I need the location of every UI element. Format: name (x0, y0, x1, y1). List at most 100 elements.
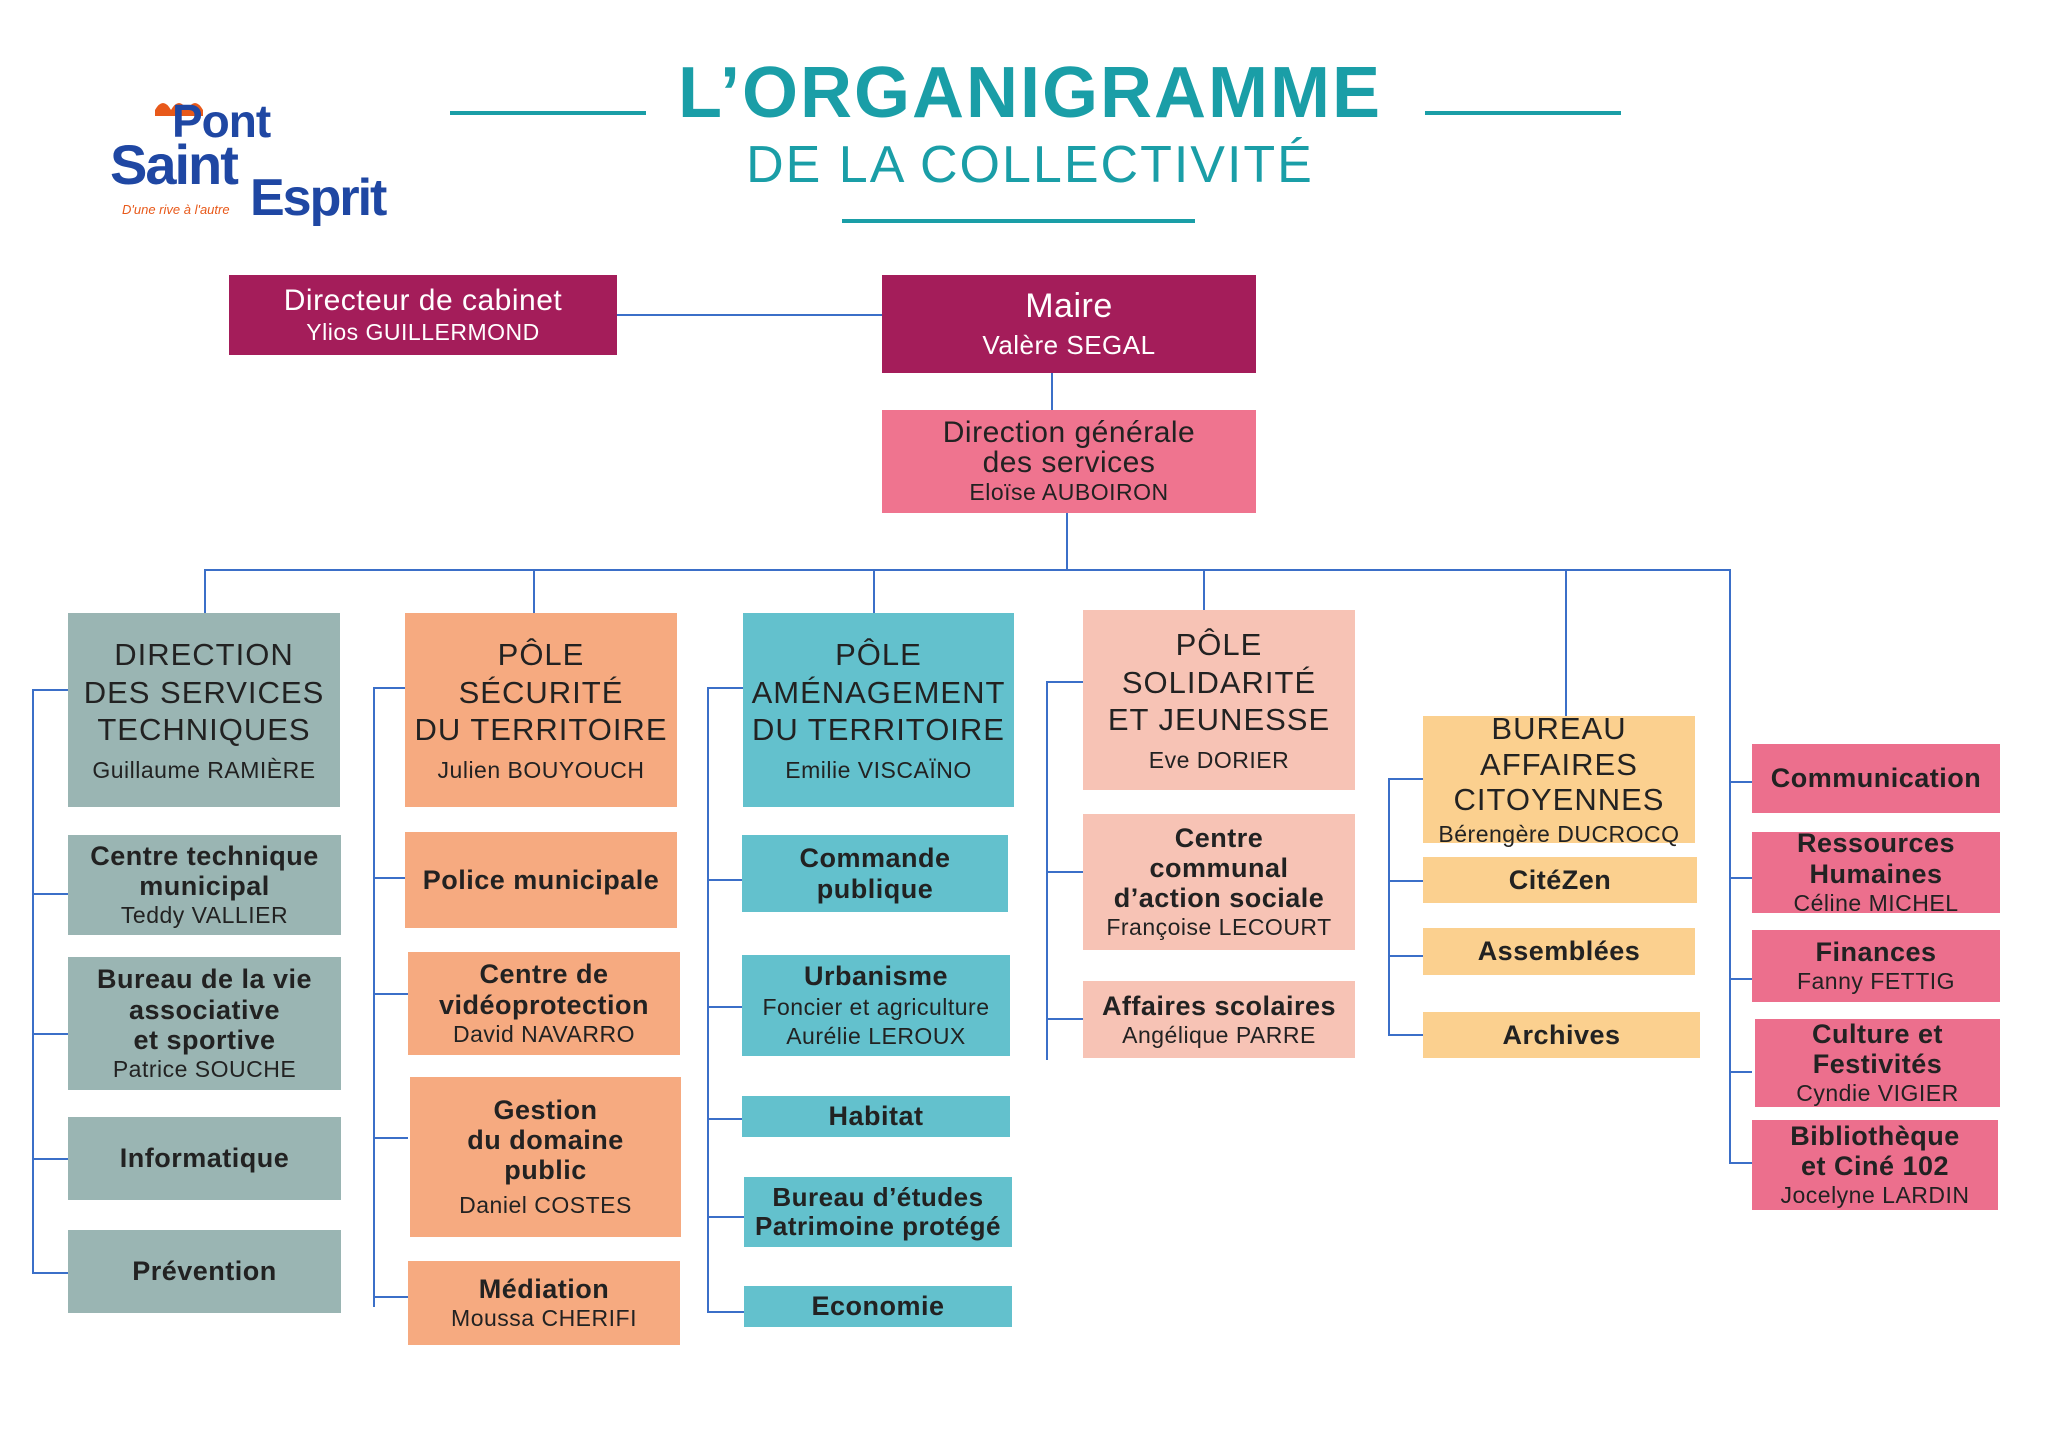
box-person: Françoise LECOURT (1106, 914, 1332, 941)
box-design-office[interactable]: Bureau d’études Patrimoine protégé (744, 1177, 1012, 1247)
connector-main-bar (204, 569, 1731, 571)
box-title: CitéZen (1508, 864, 1612, 895)
box-associative-life[interactable]: Bureau de la vie associative et sportive… (68, 957, 341, 1090)
box-person: Valère SEGAL (982, 330, 1156, 361)
box-title: PÔLE SÉCURITÉ DU TERRITOIRE (414, 637, 668, 747)
connector-tick (32, 1158, 68, 1160)
connector-col-citizen (1388, 778, 1390, 1036)
box-economy[interactable]: Economie (744, 1286, 1012, 1327)
box-dgs[interactable]: Direction générale des services Eloïse A… (882, 410, 1256, 513)
connector-drop-technical (204, 569, 206, 613)
connector-tick (1388, 955, 1423, 957)
box-person: Céline MICHEL (1793, 889, 1959, 916)
box-person: Angélique PARRE (1122, 1021, 1316, 1048)
box-citezen[interactable]: CitéZen (1423, 857, 1697, 903)
title-rule-bottom (842, 219, 1195, 223)
box-title: Finances (1815, 937, 1937, 967)
box-assemblies[interactable]: Assemblées (1423, 928, 1695, 975)
connector-tick (373, 687, 405, 689)
box-housing[interactable]: Habitat (742, 1096, 1010, 1137)
box-planning-pole[interactable]: PÔLE AMÉNAGEMENT DU TERRITOIRE Emilie VI… (743, 613, 1014, 807)
connector-tick (1729, 877, 1752, 879)
box-school-affairs[interactable]: Affaires scolaires Angélique PARRE (1083, 981, 1355, 1058)
box-title: PÔLE SOLIDARITÉ ET JEUNESSE (1107, 627, 1331, 737)
box-public-procurement[interactable]: Commande publique (742, 835, 1008, 912)
box-title: Ressources Humaines (1796, 828, 1956, 889)
logo-word-pont: Pont (172, 95, 271, 147)
box-technical-services[interactable]: DIRECTION DES SERVICES TECHNIQUES Guilla… (68, 613, 340, 807)
box-title: Centre technique municipal (90, 840, 319, 902)
box-mayor[interactable]: Maire Valère SEGAL (882, 275, 1256, 373)
box-person: Moussa CHERIFI (451, 1305, 637, 1332)
box-title: Commande publique (799, 843, 951, 904)
box-title: Prévention (132, 1256, 277, 1287)
connector-tick (373, 1137, 408, 1139)
box-person: Patrice SOUCHE (112, 1055, 297, 1082)
connector-tick (32, 1033, 68, 1035)
box-culture-festivities[interactable]: Culture et Festivités Cyndie VIGIER (1755, 1019, 2000, 1107)
box-urban-planning[interactable]: Urbanisme Foncier et agriculture Aurélie… (742, 955, 1010, 1056)
connector-col-technical (32, 689, 34, 1274)
title-rule-right (1425, 111, 1621, 115)
box-person: Guillaume RAMIÈRE (92, 756, 316, 783)
connector-tick (373, 993, 408, 995)
box-person: Teddy VALLIER (120, 902, 289, 929)
title-rule-left (450, 111, 646, 115)
box-title: Affaires scolaires (1101, 990, 1337, 1021)
box-title: Assemblées (1477, 936, 1641, 967)
box-library-cinema[interactable]: Bibliothèque et Ciné 102 Jocelyne LARDIN (1752, 1120, 1998, 1210)
connector-tick (1046, 681, 1083, 683)
box-human-resources[interactable]: Ressources Humaines Céline MICHEL (1752, 828, 2000, 916)
box-title: Bibliothèque et Ciné 102 (1790, 1120, 1960, 1182)
box-person: Julien BOUYOUCH (437, 756, 645, 783)
box-public-domain[interactable]: Gestion du domaine public Daniel COSTES (410, 1077, 681, 1237)
connector-tick (1729, 978, 1752, 980)
connector-tick (1388, 1034, 1423, 1036)
box-person: Ylios GUILLERMOND (306, 318, 540, 345)
box-prevention[interactable]: Prévention (68, 1230, 341, 1313)
box-it[interactable]: Informatique (68, 1117, 341, 1200)
box-title: Culture et Festivités (1811, 1018, 1943, 1080)
connector-drop-citizen (1565, 569, 1567, 716)
connector-tick (373, 877, 405, 879)
box-person: Cyndie VIGIER (1796, 1080, 1959, 1107)
connector-tick (707, 1311, 744, 1313)
box-title: Economie (811, 1291, 945, 1322)
connector-tick (1046, 871, 1083, 873)
box-communication[interactable]: Communication (1752, 744, 2000, 813)
logo-tagline: D'une rive à l'autre (122, 202, 230, 217)
box-person: Daniel COSTES (459, 1192, 632, 1219)
box-title: Centre de vidéoprotection (438, 959, 649, 1020)
connector-tick (707, 1006, 742, 1008)
box-person: Bérengère DUCROCQ (1438, 821, 1680, 848)
box-ccas[interactable]: Centre communal d’action sociale Françoi… (1083, 814, 1355, 950)
box-title: Gestion du domaine public (467, 1094, 624, 1186)
box-title: PÔLE AMÉNAGEMENT DU TERRITOIRE (751, 637, 1006, 747)
box-finances[interactable]: Finances Fanny FETTIG (1752, 930, 2000, 1002)
connector-tick (1388, 778, 1423, 780)
box-archives[interactable]: Archives (1423, 1012, 1700, 1058)
box-title: Maire (1025, 287, 1113, 326)
box-citizen-affairs[interactable]: BUREAU AFFAIRES CITOYENNES Bérengère DUC… (1423, 711, 1695, 847)
logo-word-esprit: Esprit (250, 169, 387, 227)
box-title: Médiation (478, 1274, 610, 1304)
connector-cabinet-mayor (617, 314, 882, 316)
box-title: DIRECTION DES SERVICES TECHNIQUES (83, 637, 325, 747)
box-person: Eloïse AUBOIRON (969, 478, 1169, 505)
box-video-protection[interactable]: Centre de vidéoprotection David NAVARRO (408, 952, 680, 1055)
page-title: L’ORGANIGRAMME (678, 53, 1382, 133)
box-mediation[interactable]: Médiation Moussa CHERIFI (408, 1261, 680, 1345)
connector-tick (707, 879, 742, 881)
pont-saint-esprit-logo: Pont Saint Esprit D'une rive à l'autre (110, 80, 410, 240)
box-solidarity-pole[interactable]: PÔLE SOLIDARITÉ ET JEUNESSE Eve DORIER (1083, 610, 1355, 790)
box-security-pole[interactable]: PÔLE SÉCURITÉ DU TERRITOIRE Julien BOUYO… (405, 613, 677, 807)
box-municipal-police[interactable]: Police municipale (405, 832, 677, 928)
box-cabinet-director[interactable]: Directeur de cabinet Ylios GUILLERMOND (229, 275, 617, 355)
box-person: David NAVARRO (452, 1020, 636, 1047)
box-title: Urbanisme (803, 960, 949, 991)
box-title: Communication (1770, 763, 1982, 794)
box-title: Direction générale des services (942, 415, 1196, 479)
box-municipal-technical-center[interactable]: Centre technique municipal Teddy VALLIER (68, 835, 341, 935)
connector-drop-planning (873, 569, 875, 613)
connector-tick (1729, 781, 1752, 783)
